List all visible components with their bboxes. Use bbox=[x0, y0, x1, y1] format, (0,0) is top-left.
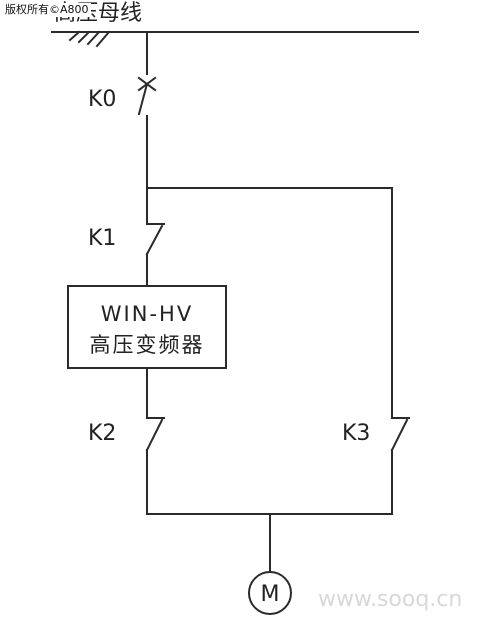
switch-k0 bbox=[137, 76, 157, 189]
switch-k2-label: K2 bbox=[88, 421, 116, 446]
switch-k2 bbox=[145, 367, 165, 515]
inverter-box bbox=[67, 285, 227, 369]
switch-k3-label: K3 bbox=[342, 421, 370, 446]
switch-k1-label: K1 bbox=[88, 226, 116, 251]
inverter-type-label: 高压变频器 bbox=[90, 333, 205, 357]
switch-blade bbox=[390, 418, 409, 452]
switch-k0-label: K0 bbox=[88, 87, 116, 112]
motor-symbol bbox=[248, 571, 292, 615]
inverter-model-label: WIN-HV bbox=[101, 302, 193, 326]
copyright-notice: 版权所有©A800 bbox=[3, 3, 91, 17]
switch-blade bbox=[145, 418, 164, 452]
switch-blade bbox=[137, 82, 149, 116]
switch-k3 bbox=[390, 417, 410, 515]
bus-hatch bbox=[68, 30, 111, 48]
switch-k1 bbox=[145, 187, 165, 287]
switch-blade bbox=[145, 224, 164, 256]
motor-label: M bbox=[261, 582, 280, 607]
watermark-text: www.sooq.cn bbox=[318, 587, 462, 612]
